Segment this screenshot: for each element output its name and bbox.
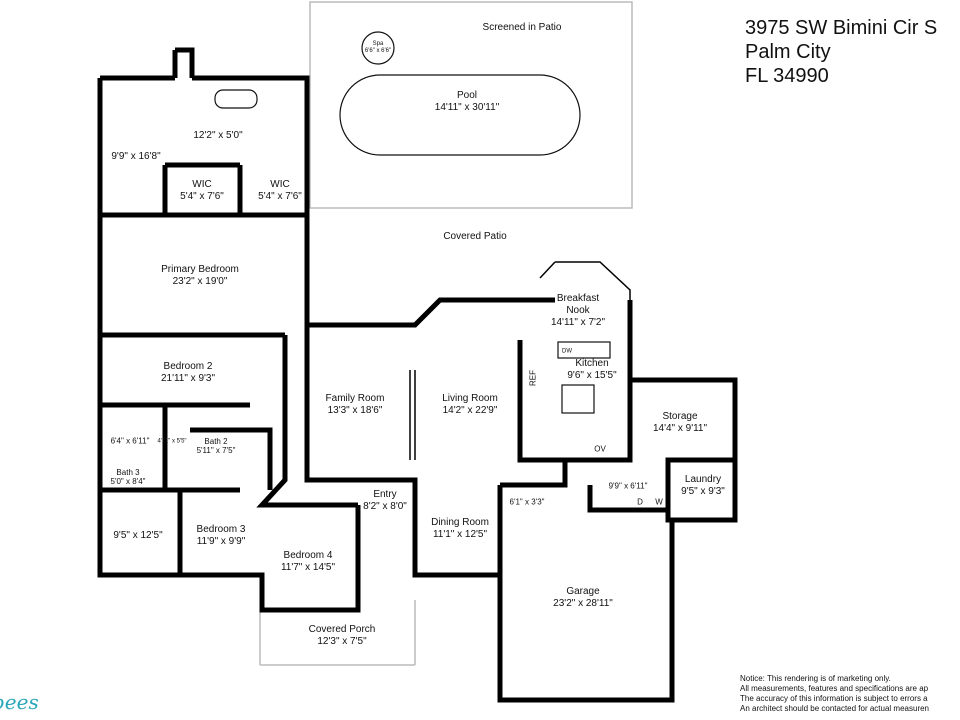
property-address: 3975 SW Bimini Cir S Palm City FL 34990 xyxy=(745,16,937,88)
pool-shape xyxy=(339,74,581,156)
room-bedroom-3-closet: 9'5" x 12'5" xyxy=(113,530,163,541)
notice-line: An architect should be contacted for act… xyxy=(740,704,929,713)
room-primary-closet: 9'9" x 16'8" xyxy=(111,151,161,162)
address-line-2: Palm City xyxy=(745,41,831,63)
room-screened-patio: Screened in Patio xyxy=(482,22,562,33)
notice-line: All measurements, features and specifica… xyxy=(740,684,929,693)
address-line-3: FL 34990 xyxy=(745,65,829,87)
washer-label: W xyxy=(655,497,663,507)
dryer-label: D xyxy=(637,497,643,507)
brand-logo: bees xyxy=(0,690,39,714)
room-half-bath: 6'1" x 3'3" xyxy=(509,497,545,507)
room-bath-wc: 4'11" x 5'5" xyxy=(157,438,187,445)
room-utility: 9'9" x 6'11" xyxy=(608,481,648,491)
marketing-notice: Notice: This rendering is of marketing o… xyxy=(740,674,929,714)
notice-line: Notice: This rendering is of marketing o… xyxy=(740,674,891,683)
spa-shape xyxy=(361,31,395,65)
notice-line: The accuracy of this information is subj… xyxy=(740,694,928,703)
address-line-1: 3975 SW Bimini Cir S xyxy=(745,17,938,39)
oven-label: OV xyxy=(594,444,606,454)
dishwasher-label: DW xyxy=(562,348,572,355)
room-bath-shower: 6'4" x 6'11" xyxy=(110,436,150,446)
screened-patio-outline xyxy=(309,1,633,209)
refrigerator-label: REF xyxy=(528,370,538,386)
room-covered-patio: Covered Patio xyxy=(443,231,507,242)
room-primary-bath: 12'2" x 5'0" xyxy=(193,130,243,141)
